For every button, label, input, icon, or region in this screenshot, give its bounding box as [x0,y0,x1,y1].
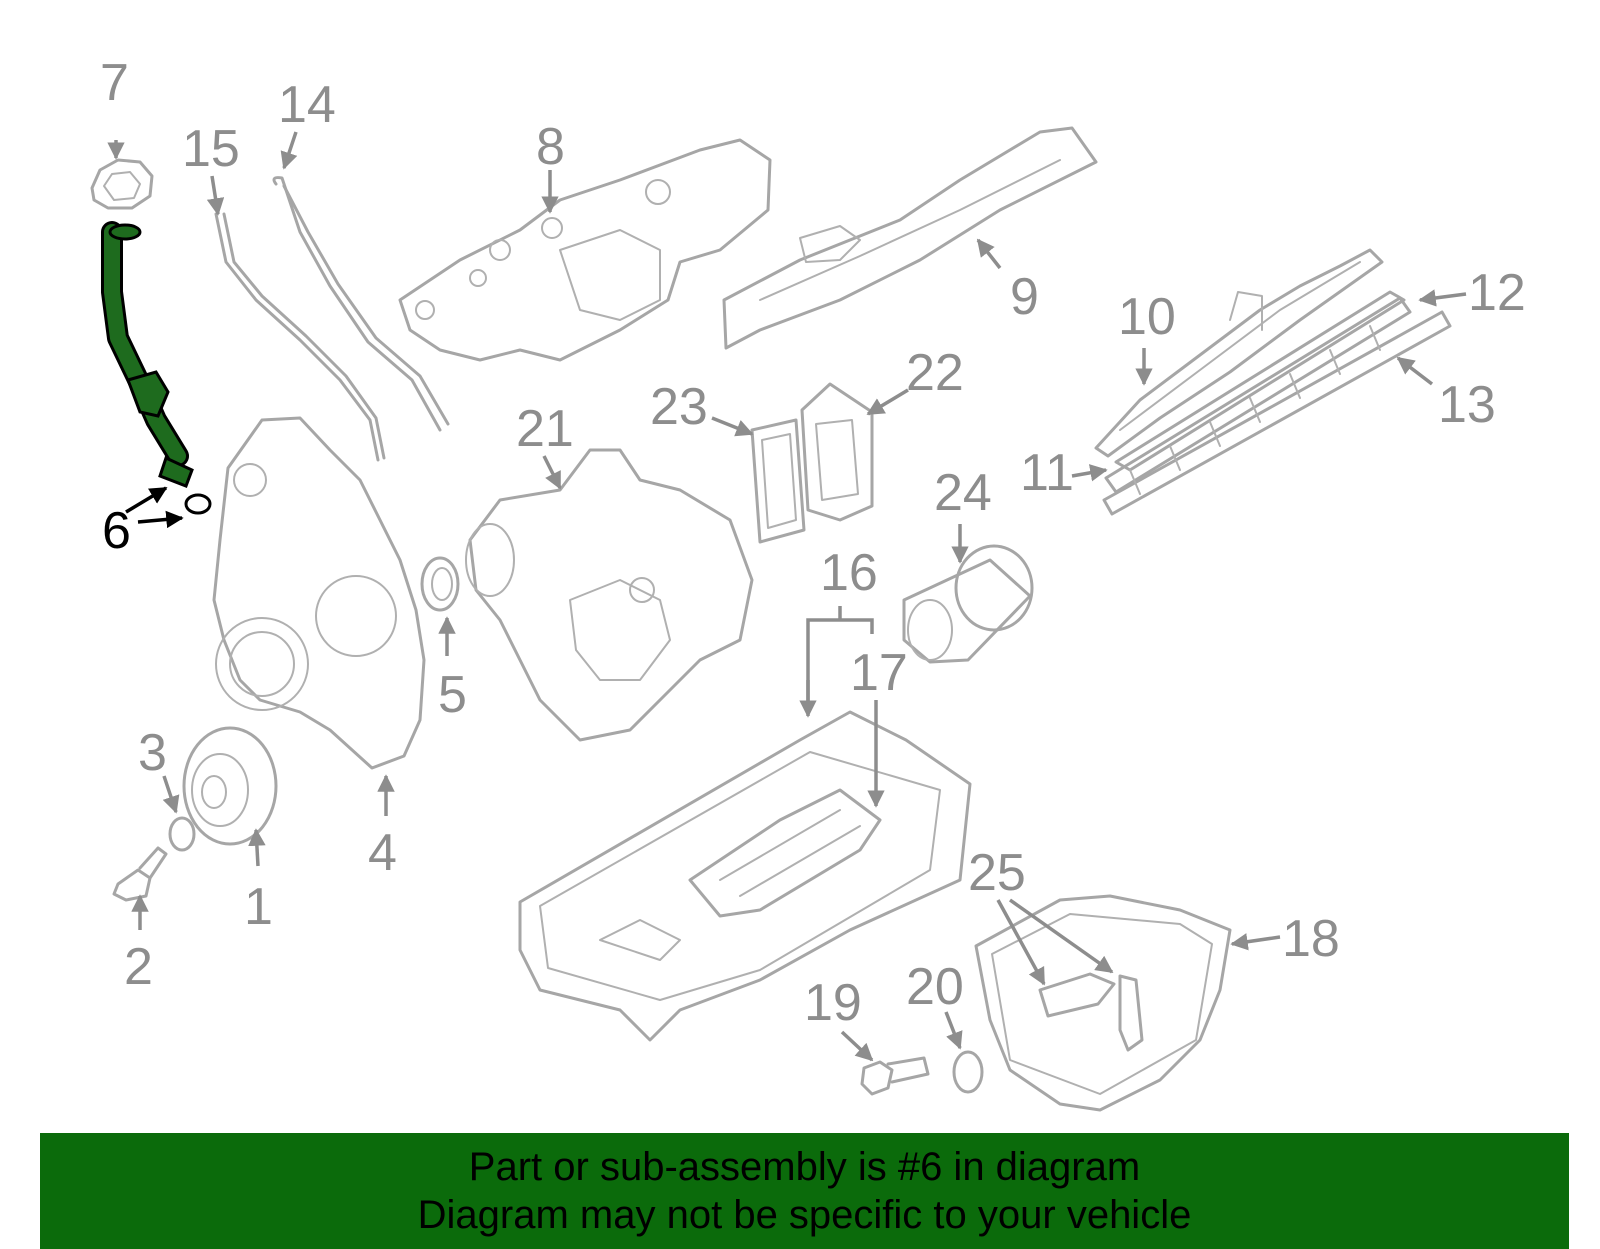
part-18-lower-oil-pan [974,894,1232,1112]
part-21-oil-cooler-housing [465,448,754,742]
callout-leaders [107,131,1467,1062]
callout-17: 17 [850,644,908,702]
part-20-washer [952,1050,984,1094]
callout-4: 4 [368,824,397,882]
callout-labels: 7 15 14 8 9 10 11 12 13 22 23 21 24 16 1… [100,54,1526,1032]
callout-8: 8 [536,118,565,176]
callout-14: 14 [278,76,336,134]
part-24-oil-filter [902,544,1034,664]
part-23-gasket [750,418,806,544]
part-11-valve-cover-gasket [1104,296,1412,494]
callout-19: 19 [804,974,862,1032]
callout-5: 5 [438,666,467,724]
callout-20: 20 [906,958,964,1016]
part-19-drain-bolt [860,1056,930,1096]
part-6-oil-filler-tube [101,221,212,515]
banner-line-part: Part or sub-assembly is #6 in diagram [468,1145,1141,1189]
part-9-intake-cover [722,126,1098,350]
callout-11: 11 [1020,444,1074,502]
part-14-dipstick-tube [272,176,450,432]
callout-22: 22 [906,344,964,402]
part-4-timing-cover [212,416,426,770]
callout-25: 25 [968,844,1026,902]
callout-7: 7 [100,54,129,112]
callout-24: 24 [934,464,992,522]
callout-13: 13 [1438,376,1496,434]
callout-12: 12 [1468,264,1526,322]
part-12-valve-cover-gasket-upper [1114,290,1406,472]
callout-6: 6 [102,502,131,560]
part-13-valve-cover-seal [1102,310,1452,516]
callout-16: 16 [820,544,878,602]
callout-3: 3 [138,724,167,782]
callout-1: 1 [244,878,273,936]
part-info-banner: Part or sub-assembly is #6 in diagram Di… [40,1133,1569,1249]
part-2-bolt [112,846,168,902]
callout-9: 9 [1010,268,1039,326]
part-8-intake-manifold [398,138,772,362]
part-5-front-seal [420,556,460,612]
part-15-dipstick [214,212,386,462]
part-10-valve-cover [1094,248,1384,458]
part-3-seal-ring [168,816,196,852]
banner-line-disclaimer: Diagram may not be specific to your vehi… [417,1193,1192,1237]
callout-15: 15 [182,120,240,178]
part-17-oil-pan-baffle [688,788,882,918]
callout-21: 21 [516,400,574,458]
part-16-upper-oil-pan [518,710,972,1042]
callout-23: 23 [650,378,708,436]
callout-10: 10 [1118,288,1176,346]
part-22-adapter [800,382,874,522]
part-7-oil-filler-cap [90,158,154,210]
part-25-oil-pickup [1038,972,1144,1052]
part-1-crankshaft-pulley [182,726,278,846]
callout-18: 18 [1282,910,1340,968]
callout-2: 2 [124,938,153,996]
